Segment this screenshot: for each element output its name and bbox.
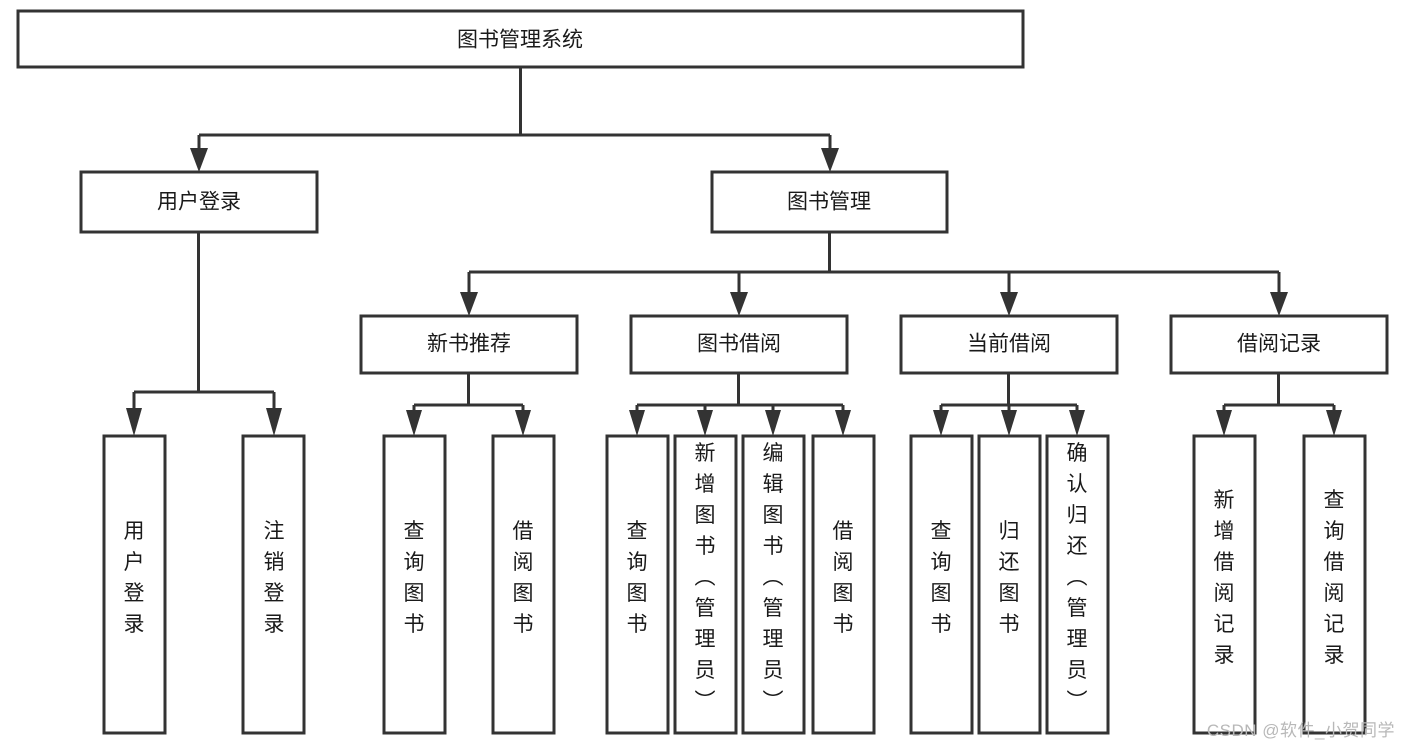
arrowhead-leaf-3 [406,410,422,436]
arrowhead-leaf-9 [933,410,949,436]
arrowhead-leaf-13 [1326,410,1342,436]
node-leaf-13[interactable]: 查询借阅记录 [1302,434,1367,735]
node-leaf-2-label: 注销登录 [264,520,285,636]
node-records-label: 借阅记录 [1237,333,1321,356]
node-borrow[interactable]: 图书借阅 [629,314,849,375]
node-leaf-10-box[interactable] [977,434,1042,735]
arrowhead-bookmgmt [821,148,839,172]
node-leaf-10[interactable]: 归还图书 [977,434,1042,735]
arrowhead-leaf-8 [835,410,851,436]
node-root[interactable]: 图书管理系统 [16,9,1025,69]
node-leaf-1-box[interactable] [102,434,167,735]
arrowhead-login [190,148,208,172]
arrowhead-leaf-7 [765,410,781,436]
node-leaf-4-label: 借阅图书 [513,520,534,636]
node-bookmgmt-box[interactable] [710,170,949,234]
node-bookmgmt-label: 图书管理 [787,191,871,214]
node-leaf-4[interactable]: 借阅图书 [491,434,556,735]
node-leaf-12-label: 新增借阅记录 [1214,489,1235,667]
node-leaf-9-box[interactable] [909,434,974,735]
node-leaf-11-label: 确认归还︵管理员︶ [1067,442,1088,713]
connector-layer [126,67,1342,436]
arrowhead-leaf-11 [1069,410,1085,436]
node-leaf-12-box[interactable] [1192,434,1257,735]
arrowhead-leaf-6 [697,410,713,436]
node-borrow-label: 图书借阅 [697,333,781,356]
node-leaf-3-box[interactable] [382,434,447,735]
arrowhead-leaf-1 [126,408,142,436]
node-root-label: 图书管理系统 [457,29,583,52]
node-newbook-label: 新书推荐 [427,333,511,356]
node-root-box[interactable] [16,9,1025,69]
node-leaf-3[interactable]: 查询图书 [382,434,447,735]
node-leaf-8-box[interactable] [811,434,876,735]
watermark-text: CSDN @软件_小贺同学 [1206,721,1395,740]
arrowhead-newbook [460,292,478,316]
node-newbook-box[interactable] [359,314,579,375]
node-leaf-11[interactable]: 确认归还︵管理员︶ [1045,434,1110,735]
node-login-label: 用户登录 [157,191,241,214]
node-leaf-13-box[interactable] [1302,434,1367,735]
node-leaf-5-box[interactable] [605,434,670,735]
node-borrow-box[interactable] [629,314,849,375]
node-leaf-7-box[interactable] [741,434,806,735]
node-login-box[interactable] [79,170,319,234]
arrowhead-leaf-10 [1001,410,1017,436]
node-leaf-8[interactable]: 借阅图书 [811,434,876,735]
node-leaf-5[interactable]: 查询图书 [605,434,670,735]
node-leaf-7-label: 编辑图书︵管理员︶ [763,442,784,713]
node-leaf-7[interactable]: 编辑图书︵管理员︶ [741,434,806,735]
node-current-box[interactable] [899,314,1119,375]
arrowhead-leaf-12 [1216,410,1232,436]
node-leaf-2-box[interactable] [241,434,306,735]
node-login[interactable]: 用户登录 [79,170,319,234]
arrowhead-leaf-4 [515,410,531,436]
node-leaf-8-label: 借阅图书 [833,520,854,636]
node-leaf-6-label: 新增图书︵管理员︶ [695,442,716,713]
node-leaf-10-label: 归还图书 [999,520,1020,636]
arrowhead-leaf-5 [629,410,645,436]
node-leaf-13-label: 查询借阅记录 [1324,489,1345,667]
node-leaf-12[interactable]: 新增借阅记录 [1192,434,1257,735]
arrowhead-borrow [730,292,748,316]
node-newbook[interactable]: 新书推荐 [359,314,579,375]
node-leaf-1[interactable]: 用户登录 [102,434,167,735]
node-bookmgmt[interactable]: 图书管理 [710,170,949,234]
node-leaf-9-label: 查询图书 [931,520,952,636]
node-records[interactable]: 借阅记录 [1169,314,1389,375]
arrowhead-leaf-2 [266,408,282,436]
node-leaf-6[interactable]: 新增图书︵管理员︶ [673,434,738,735]
node-leaf-5-label: 查询图书 [627,520,648,636]
node-records-box[interactable] [1169,314,1389,375]
node-leaf-6-box[interactable] [673,434,738,735]
node-current-label: 当前借阅 [967,333,1051,356]
arrowhead-current [1000,292,1018,316]
node-leaf-3-label: 查询图书 [404,520,425,636]
node-leaf-2[interactable]: 注销登录 [241,434,306,735]
node-leaf-9[interactable]: 查询图书 [909,434,974,735]
node-leaf-1-label: 用户登录 [124,520,145,636]
node-leaf-11-box[interactable] [1045,434,1110,735]
arrowhead-records [1270,292,1288,316]
node-current[interactable]: 当前借阅 [899,314,1119,375]
node-leaf-4-box[interactable] [491,434,556,735]
